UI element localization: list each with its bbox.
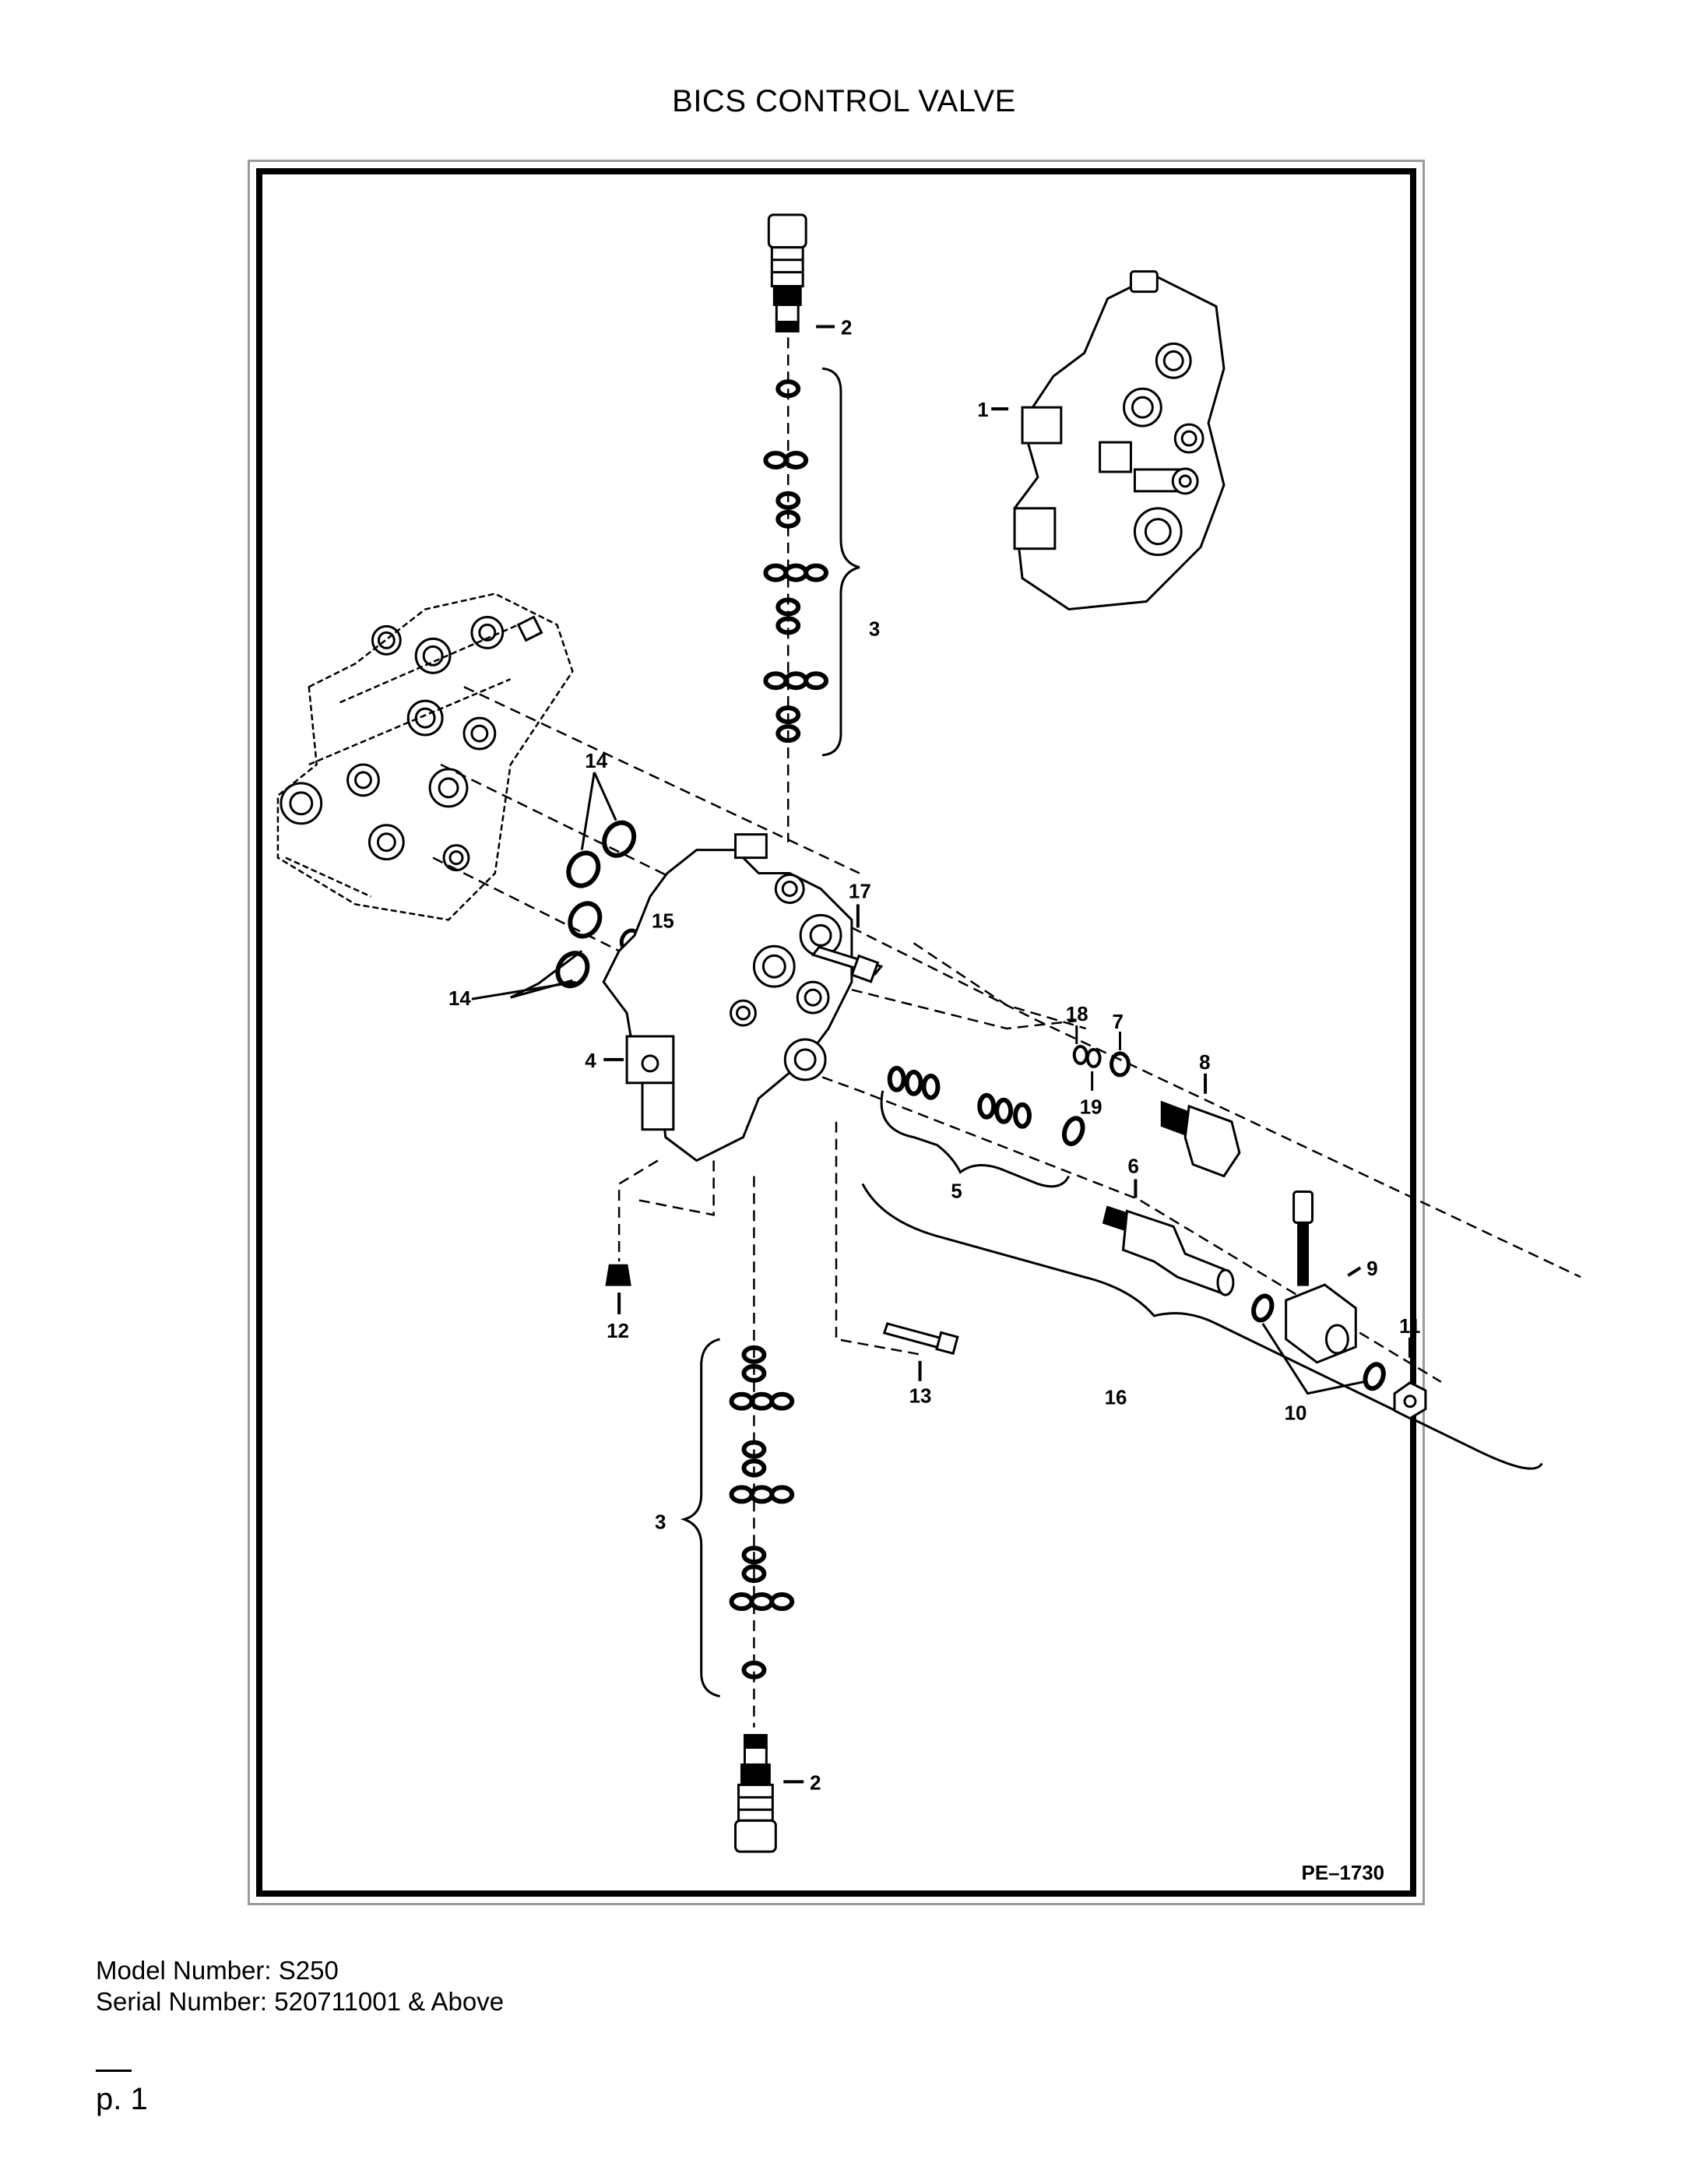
plug-8-icon: [1160, 1100, 1241, 1178]
callout-13: 13: [909, 1386, 932, 1408]
page-divider: [96, 2070, 132, 2072]
callout-7: 7: [1113, 1011, 1124, 1033]
o-ring-stack-top: [765, 382, 826, 740]
bics-section-icon: [602, 833, 853, 1162]
assembled-valve-icon: [1013, 270, 1226, 611]
coil-9-icon: [1285, 1190, 1357, 1364]
callout-11: 11: [1399, 1316, 1420, 1338]
nut-11-icon: [1393, 1381, 1427, 1420]
diagram-frame: 1 2 3 14 15 17 14 4 18 7 8 19 6 5 9 12 1…: [248, 160, 1581, 1905]
o-ring-stack-bottom: [732, 1348, 793, 1677]
main-valve-body-phantom: [276, 593, 574, 921]
cartridge-6-icon: [1102, 1205, 1235, 1296]
callout-6: 6: [1127, 1155, 1138, 1177]
brace-5: [880, 1090, 1071, 1188]
leaders-14: [471, 772, 617, 1001]
o-ring-7: [1110, 1051, 1131, 1078]
bolt-13-icon: [882, 1322, 959, 1356]
o-ring-10a: [1251, 1293, 1275, 1323]
callout-10: 10: [1285, 1403, 1307, 1425]
callout-9: 9: [1366, 1258, 1377, 1280]
assembly-centerlines: [432, 337, 1581, 1728]
callout-16: 16: [1105, 1387, 1127, 1409]
brace-3-bottom: [680, 1338, 720, 1698]
spool-bottom-icon: [734, 1734, 777, 1853]
callout-12: 12: [607, 1321, 629, 1342]
callout-4: 4: [585, 1050, 596, 1072]
bolt-17-icon: [811, 945, 884, 983]
model-number: Model Number: S250: [96, 1956, 339, 1985]
main-valve-body-icon: [280, 615, 543, 872]
callout-2-top: 2: [841, 317, 852, 339]
page-number: p. 1: [96, 2082, 148, 2116]
spool-top-icon: [767, 213, 807, 332]
callout-17: 17: [849, 881, 871, 902]
diagram-border: 1 2 3 14 15 17 14 4 18 7 8 19 6 5 9 12 1…: [256, 168, 1581, 1897]
brace-16: [861, 1183, 1543, 1470]
callout-15: 15: [652, 910, 674, 932]
exploded-parts-diagram: 1 2 3 14 15 17 14 4 18 7 8 19 6 5 9 12 1…: [276, 213, 1581, 1884]
screw-12-icon: [605, 1264, 631, 1286]
callout-3-bottom: 3: [655, 1511, 666, 1533]
callout-3-top: 3: [869, 618, 880, 640]
callout-14-top: 14: [585, 751, 607, 772]
callout-14-bottom: 14: [448, 988, 471, 1010]
callout-18: 18: [1066, 1004, 1088, 1025]
serial-number: Serial Number: 520711001 & Above: [96, 1987, 505, 2016]
brace-3-top: [821, 367, 860, 757]
o-ring-10b: [1363, 1362, 1386, 1391]
callout-2-bottom: 2: [810, 1772, 821, 1794]
page-title: BICS CONTROL VALVE: [672, 84, 1016, 118]
o-rings-5: [890, 1068, 1085, 1147]
callout-19: 19: [1080, 1097, 1102, 1119]
o-ring-18: [1072, 1044, 1088, 1065]
drawing-id: PE–1730: [1302, 1862, 1385, 1884]
callout-8: 8: [1199, 1052, 1210, 1074]
o-ring-19: [1085, 1047, 1102, 1068]
callout-5: 5: [951, 1180, 962, 1202]
callout-1: 1: [977, 399, 988, 421]
